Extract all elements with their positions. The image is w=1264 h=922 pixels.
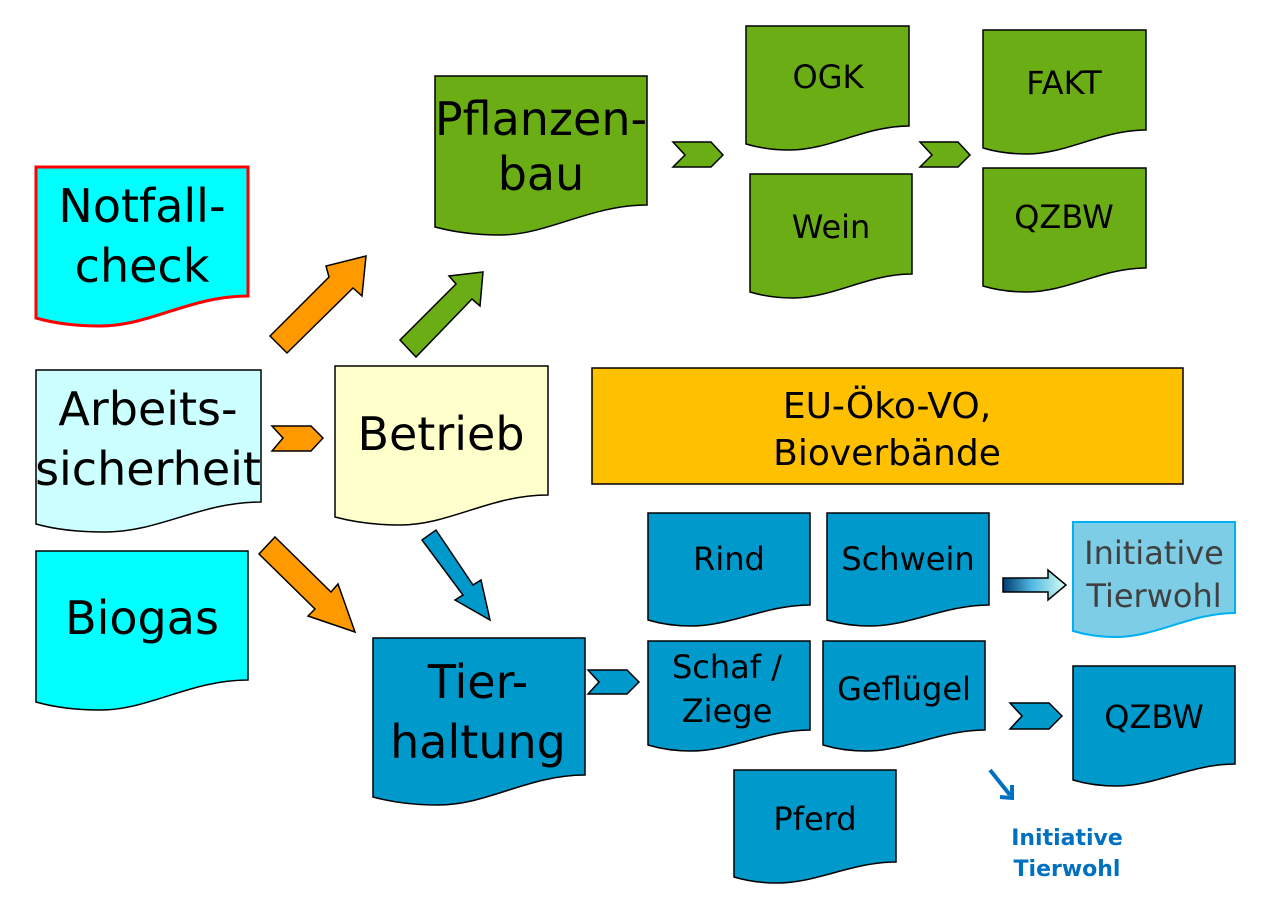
ogk-label: OGK (793, 58, 865, 96)
tierhaltung-line1: Tier- (427, 655, 528, 709)
fakt-label: FAKT (1026, 64, 1102, 102)
arrow-to-tierhaltung-orange (257, 535, 357, 634)
schwein-label: Schwein (841, 540, 974, 578)
annotation-arrow-icon (988, 768, 1014, 801)
node-notfallcheck[interactable]: Notfall- check (34, 165, 250, 328)
node-tierhaltung[interactable]: Tier- haltung (372, 637, 586, 806)
chevron-to-betrieb (270, 425, 325, 452)
notfallcheck-line1: Notfall- (58, 179, 225, 233)
node-schwein[interactable]: Schwein (826, 512, 990, 627)
annotation-initiative-line1: Initiative (1011, 826, 1123, 851)
chevron-tierhaltung-to-schaf (586, 669, 641, 695)
betrieb-label: Betrieb (357, 407, 524, 461)
arbeitssicherheit-line2: sicherheit (35, 442, 261, 496)
arrow-to-pflanzenbau-orange (268, 255, 367, 355)
rind-label: Rind (693, 540, 765, 578)
node-gefluegel[interactable]: Geflügel (822, 640, 986, 752)
initiative-tierwohl-line1: Initiative (1084, 534, 1224, 572)
node-pferd[interactable]: Pferd (733, 769, 897, 884)
node-arbeitssicherheit[interactable]: Arbeits- sicherheit (35, 369, 262, 533)
node-wein[interactable]: Wein (749, 173, 913, 299)
node-biogas[interactable]: Biogas (35, 550, 249, 711)
chevron-pflanzenbau-to-ogk (671, 141, 725, 168)
node-schaf-ziege[interactable]: Schaf / Ziege (647, 640, 811, 752)
gefluegel-label: Geflügel (837, 670, 971, 708)
eu-oeko-line1: EU-Öko-VO, (783, 385, 991, 427)
qzbw-top-label: QZBW (1014, 198, 1114, 236)
wein-label: Wein (792, 208, 871, 246)
node-ogk[interactable]: OGK (745, 25, 910, 151)
node-qzbw-bottom[interactable]: QZBW (1072, 665, 1236, 787)
node-eu-oeko-vo[interactable]: EU-Öko-VO, Bioverbände (591, 367, 1184, 485)
arrow-betrieb-to-pflanzenbau (398, 271, 484, 359)
tierhaltung-line2: haltung (390, 715, 566, 769)
node-fakt[interactable]: FAKT (982, 29, 1147, 155)
arbeitssicherheit-line1: Arbeits- (58, 382, 237, 436)
notfallcheck-line2: check (75, 239, 210, 293)
chevron-ogk-to-fakt (918, 141, 972, 168)
biogas-label: Biogas (65, 591, 219, 645)
pferd-label: Pferd (773, 800, 856, 838)
pflanzenbau-line1: Pflanzen- (435, 92, 647, 146)
chevron-to-qzbw-bottom (1008, 702, 1064, 730)
arrow-betrieb-to-tierhaltung (420, 528, 492, 622)
pflanzenbau-line2: bau (498, 147, 585, 201)
node-initiative-tierwohl[interactable]: Initiative Tierwohl (1072, 521, 1236, 639)
node-betrieb[interactable]: Betrieb (334, 365, 549, 526)
initiative-tierwohl-line2: Tierwohl (1085, 577, 1221, 615)
annotation-initiative-line2: Tierwohl (1014, 857, 1121, 882)
arrow-to-initiative-tierwohl (1002, 568, 1068, 602)
node-qzbw-top[interactable]: QZBW (982, 167, 1147, 293)
qzbw-bottom-label: QZBW (1104, 698, 1204, 736)
schaf-ziege-line2: Ziege (682, 692, 773, 730)
node-rind[interactable]: Rind (647, 512, 811, 627)
node-pflanzenbau[interactable]: Pflanzen- bau (434, 75, 648, 236)
schaf-ziege-line1: Schaf / (672, 648, 782, 686)
eu-oeko-line2: Bioverbände (773, 433, 1001, 474)
